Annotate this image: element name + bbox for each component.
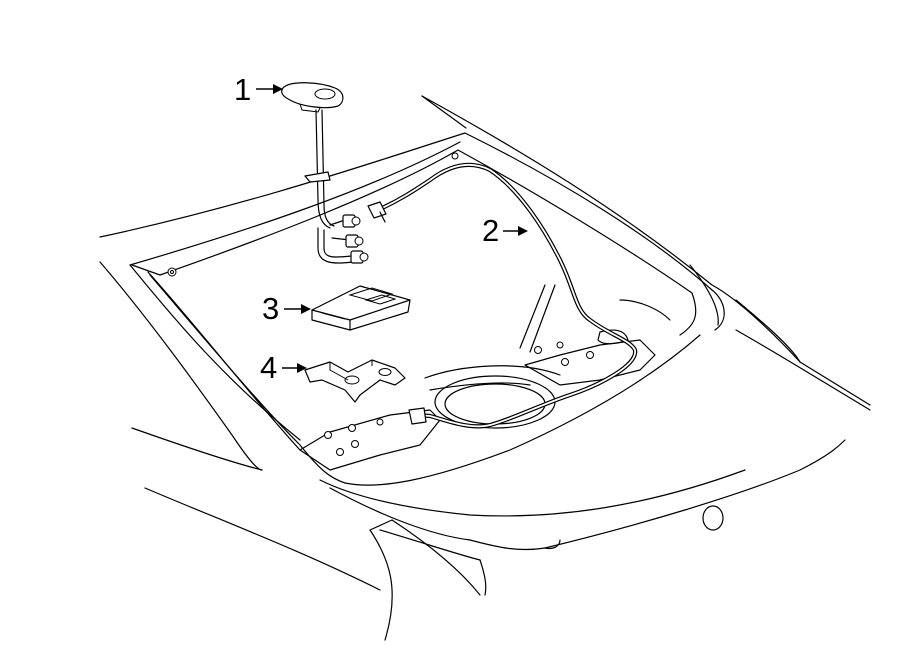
callout-number-4: 4 <box>260 350 277 385</box>
emblem <box>702 505 724 531</box>
mounting-bracket-part <box>304 359 406 403</box>
vehicle-body-outline <box>99 95 871 641</box>
control-module-part <box>311 285 411 331</box>
trunk-floor-details <box>167 152 671 471</box>
callout-3: 3 <box>262 291 311 326</box>
antenna-connectors <box>342 214 369 264</box>
callout-1: 1 <box>234 72 283 107</box>
antenna-cable-part <box>367 162 638 429</box>
callout-number-1: 1 <box>234 72 251 107</box>
antenna-part <box>281 82 369 264</box>
callout-number-2: 2 <box>482 213 499 248</box>
callout-number-3: 3 <box>262 291 279 326</box>
callout-2: 2 <box>482 213 528 248</box>
callout-4: 4 <box>260 350 307 385</box>
